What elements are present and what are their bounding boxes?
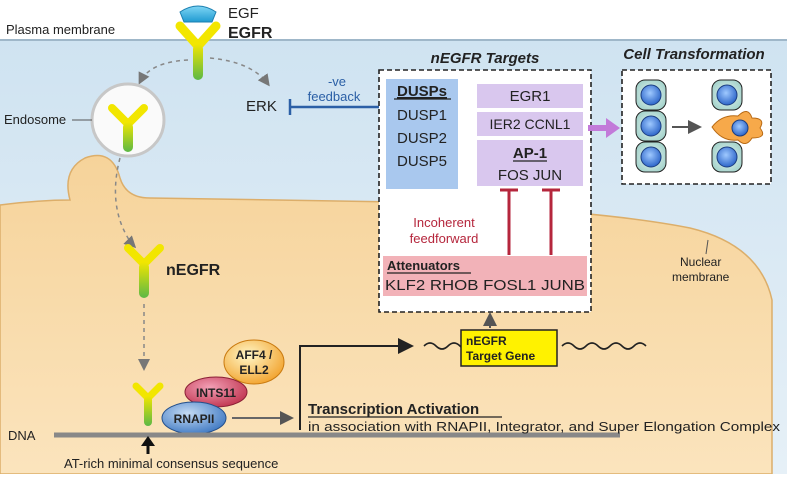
transcription-subtitle: in association with RNAPII, Integrator, … <box>308 420 781 434</box>
dna-label: DNA <box>8 428 36 443</box>
dusps-header: DUSPs <box>397 83 447 100</box>
target-gene-line2: Target Gene <box>466 349 535 363</box>
targets-panel-title: nEGFR Targets <box>431 50 540 67</box>
aff4-ell2-complex <box>223 339 285 385</box>
attenuators-box <box>383 256 587 296</box>
egf-label: EGF <box>228 5 259 22</box>
dusp2-label: DUSP2 <box>397 130 447 147</box>
cell-transformation-title: Cell Transformation <box>623 46 764 63</box>
dusp1-label: DUSP1 <box>397 107 447 124</box>
aff4-label-2: ELL2 <box>239 363 269 377</box>
plasma-membrane-label: Plasma membrane <box>6 22 115 37</box>
surface-egfr-icon <box>175 21 221 80</box>
attenuators-genes: KLF2 RHOB FOSL1 JUNB <box>385 277 585 294</box>
transcription-title: Transcription Activation <box>308 401 479 418</box>
nuclear-egfr-icon <box>124 244 164 298</box>
incoherent-label-2: feedforward <box>410 231 479 246</box>
target-gene-box <box>460 329 558 367</box>
transformation-arrow-head <box>606 118 620 138</box>
ap1-box <box>477 140 583 186</box>
aff4-label-1: AFF4 / <box>236 348 273 362</box>
egf-ligand-icon <box>179 5 217 23</box>
ier2-ccnl1-label: IER2 CCNL1 <box>490 116 571 132</box>
egr1-label: EGR1 <box>510 88 551 105</box>
nuclear-membrane-label-1: Nuclear <box>680 255 721 269</box>
ier2-ccnl1-box <box>477 112 583 136</box>
endosome-label: Endosome <box>4 112 66 127</box>
rnapii-label: RNAPII <box>174 412 215 426</box>
incoherent-inhibition <box>500 188 560 255</box>
transformed-cells-icon <box>711 79 764 173</box>
egfr-label: EGFR <box>228 25 273 42</box>
transcription-start-arrow <box>299 338 414 430</box>
dusps-box <box>386 79 458 189</box>
egr1-box <box>477 84 583 108</box>
at-rich-label: AT-rich minimal consensus sequence <box>64 456 278 471</box>
internalization-arrow <box>138 59 189 85</box>
neg-feedback-label-1: -ve <box>328 74 346 89</box>
negfr-label: nEGFR <box>166 262 221 279</box>
at-rich-arrow-head <box>141 436 155 446</box>
dusp5-label: DUSP5 <box>397 153 447 170</box>
target-gene-line1: nEGFR <box>466 334 507 348</box>
ap1-genes: FOS JUN <box>498 167 562 184</box>
nuclear-membrane-label-2: membrane <box>672 270 730 284</box>
ap1-header: AP-1 <box>513 145 547 162</box>
nuclear-membrane-pointer <box>705 239 709 255</box>
ints11-label: INTS11 <box>196 386 236 400</box>
endosome-egfr-icon <box>108 104 148 152</box>
attenuators-header: Attenuators <box>387 258 460 273</box>
normal-cells-icon <box>635 79 667 173</box>
neg-feedback-label-2: feedback <box>308 89 361 104</box>
dna-bound-egfr-icon <box>132 382 164 426</box>
incoherent-label-1: Incoherent <box>413 215 475 230</box>
erk-label: ERK <box>246 98 277 115</box>
